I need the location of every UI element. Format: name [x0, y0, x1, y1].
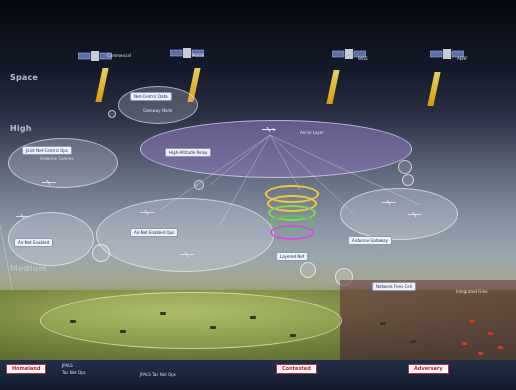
- satellite-beam: [95, 68, 109, 102]
- layered-net-stack: [262, 185, 322, 255]
- central-sublabel: Aerial Layer: [300, 130, 324, 135]
- bubble: [92, 244, 110, 262]
- aircraft-icon: [180, 252, 194, 257]
- bottom-sublabel-1: JPALS: [62, 363, 73, 368]
- satellite-label-aehf: AEHF: [457, 56, 468, 61]
- ring-label: Layered Net: [276, 252, 309, 261]
- adversary-unit-icon: [478, 352, 483, 355]
- aircraft-icon: [42, 180, 56, 185]
- mid-left-label: Air-Net Enabled: [14, 238, 54, 247]
- satellite-icon: [170, 48, 204, 58]
- satellite-icon: [332, 49, 366, 59]
- mid-right-label: Airborne Gateway: [348, 236, 392, 245]
- ground-unit-icon: [380, 322, 386, 325]
- ground-network-ellipse: [40, 292, 342, 349]
- ground-unit-icon: [250, 316, 256, 319]
- right-low-label-2: Integrated Fires: [456, 289, 488, 294]
- region-label-homeland: Homeland: [6, 364, 47, 374]
- satellite-beam: [326, 70, 340, 104]
- bubble: [300, 262, 316, 278]
- satellite-beam: [427, 72, 441, 106]
- high-left-sublabel: Airborne Comms: [40, 156, 74, 161]
- adversary-unit-icon: [462, 342, 467, 345]
- bubble: [108, 110, 116, 118]
- aircraft-icon: [140, 210, 154, 215]
- bottom-sublabel-3: JPALS Tac Net Ops: [140, 372, 176, 377]
- band-label-space: Space: [10, 73, 39, 82]
- net-ring: [270, 225, 314, 240]
- aircraft-icon: [262, 127, 276, 132]
- adversary-unit-icon: [498, 346, 503, 349]
- aircraft-icon: [382, 200, 396, 205]
- band-label-medium: Medium: [10, 264, 48, 273]
- top-cloud-label: Net-Centric Data: [130, 92, 172, 101]
- ground-unit-icon: [290, 334, 296, 337]
- ground-unit-icon: [160, 312, 166, 315]
- region-label-adversary: Adversary: [408, 364, 449, 374]
- right-low-label: Network Fires Cell: [372, 282, 416, 291]
- cloud: [96, 198, 274, 272]
- adversary-unit-icon: [488, 332, 493, 335]
- ground-unit-icon: [410, 340, 416, 343]
- satellite-icon: [78, 51, 112, 61]
- bubble: [398, 160, 412, 174]
- high-left-label: Joint Net-Centric Ops: [22, 146, 72, 155]
- satellite-label-wgs: WGS: [358, 56, 368, 61]
- bubble: [194, 180, 204, 190]
- mid-center-label: Air-Net Enabled Ops: [130, 228, 179, 237]
- adversary-unit-icon: [470, 320, 475, 323]
- cloud: [340, 188, 458, 240]
- central-label: High-Altitude Relay: [165, 148, 212, 157]
- satellite-label-muos: MUOS: [192, 53, 205, 58]
- satellite-label-commercial: Commercial: [107, 53, 131, 58]
- region-label-contested: Contested: [276, 364, 317, 374]
- ground-unit-icon: [210, 326, 216, 329]
- ground-unit-icon: [120, 330, 126, 333]
- ground-unit-icon: [70, 320, 76, 323]
- band-label-high: High: [10, 124, 32, 133]
- top-cloud-sublabel: Gateway Node: [143, 108, 173, 113]
- contested-terrain: [340, 280, 516, 370]
- bottom-sublabel-2: Tac Net Ops: [62, 370, 86, 375]
- aircraft-icon: [16, 214, 30, 219]
- aircraft-icon: [408, 212, 422, 217]
- satellite-icon: [430, 49, 464, 59]
- bubble: [402, 174, 414, 186]
